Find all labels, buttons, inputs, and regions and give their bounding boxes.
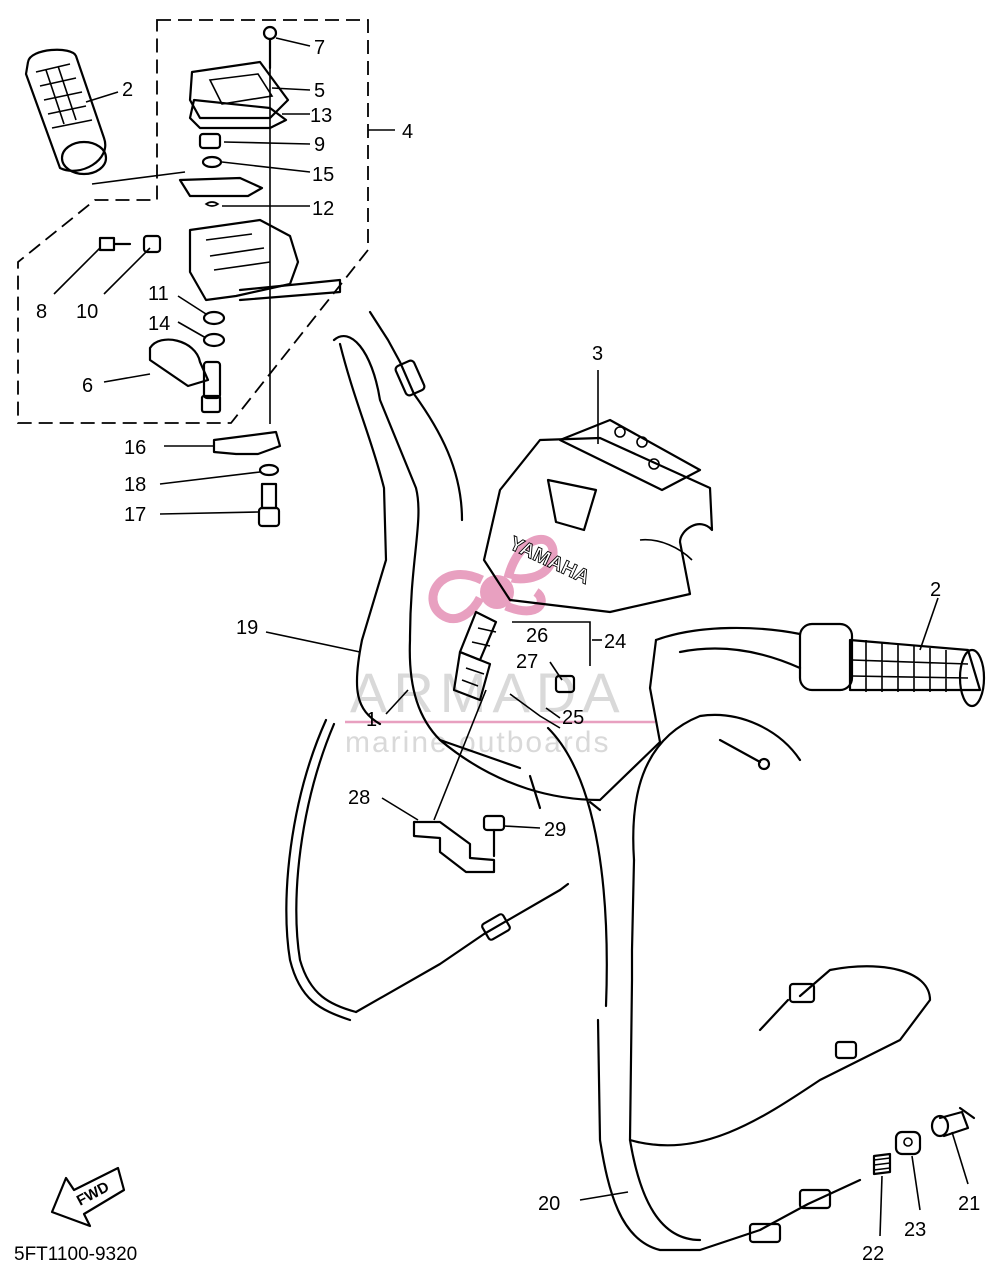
callout-20: 20	[538, 1193, 560, 1215]
callout-14: 14	[148, 313, 170, 335]
adjuster-23	[894, 1130, 922, 1156]
callout-27: 27	[516, 651, 538, 673]
right-grip	[798, 622, 986, 708]
nut-9	[198, 132, 222, 150]
subgroup-box	[512, 621, 591, 666]
bolt-17	[257, 482, 281, 528]
switch-cover	[188, 60, 290, 130]
cover-screw	[262, 25, 278, 70]
callout-2-right: 2	[930, 579, 941, 601]
spring-22	[872, 1152, 892, 1176]
callout-4: 4	[402, 121, 413, 143]
callout-28: 28	[348, 787, 370, 809]
callout-10: 10	[76, 301, 98, 323]
callout-3: 3	[592, 343, 603, 365]
callout-12: 12	[312, 198, 334, 220]
washer-18	[258, 463, 280, 477]
callout-labels: 7 5 13 9 15 12 4 2 8 10 11 14 6 16 18 17…	[36, 37, 980, 1265]
callout-22: 22	[862, 1243, 884, 1265]
callout-18: 18	[124, 474, 146, 496]
switch-connector	[452, 610, 576, 729]
throttle-lever	[148, 338, 222, 414]
callout-11: 11	[148, 283, 169, 305]
callout-16: 16	[124, 437, 146, 459]
callout-15: 15	[312, 164, 334, 186]
bracket-28	[412, 689, 496, 874]
clamp-16	[212, 430, 282, 456]
washer-11	[202, 310, 226, 326]
callout-23: 23	[904, 1219, 926, 1241]
spring-12	[204, 201, 220, 207]
forward-arrow-icon: FWD	[50, 1166, 126, 1228]
cable-19	[285, 718, 570, 1022]
callout-2-left: 2	[122, 79, 133, 101]
callout-26: 26	[526, 625, 548, 647]
callout-13: 13	[310, 105, 332, 127]
forward-arrow-label: FWD	[74, 1178, 112, 1209]
switch-assembly-outline	[17, 19, 369, 424]
washer-14	[202, 332, 226, 348]
callout-5: 5	[314, 80, 325, 102]
lever-plate	[178, 176, 264, 198]
leader-lines	[53, 37, 969, 1237]
callout-19: 19	[236, 617, 258, 639]
throttle-cable-upper	[368, 310, 464, 522]
bolt-29	[482, 814, 506, 858]
callout-8: 8	[36, 301, 47, 323]
callout-21: 21	[958, 1193, 980, 1215]
callout-7: 7	[314, 37, 325, 59]
bolt-8	[98, 236, 132, 252]
joint-21	[930, 1106, 976, 1138]
watermark-logo	[428, 534, 558, 624]
callout-6: 6	[82, 375, 93, 397]
callout-9: 9	[314, 134, 325, 156]
callout-24: 24	[604, 631, 626, 653]
callout-17: 17	[124, 504, 146, 526]
washer-15	[201, 155, 223, 169]
callout-29: 29	[544, 819, 566, 841]
switch-body	[188, 218, 342, 302]
callout-25: 25	[562, 707, 584, 729]
nut-10	[142, 234, 162, 254]
diagram-code: 5FT1100-9320	[14, 1244, 137, 1265]
callout-1: 1	[366, 709, 377, 731]
left-grip	[24, 48, 186, 185]
cable-20	[546, 713, 932, 1252]
handlebar	[332, 334, 802, 812]
